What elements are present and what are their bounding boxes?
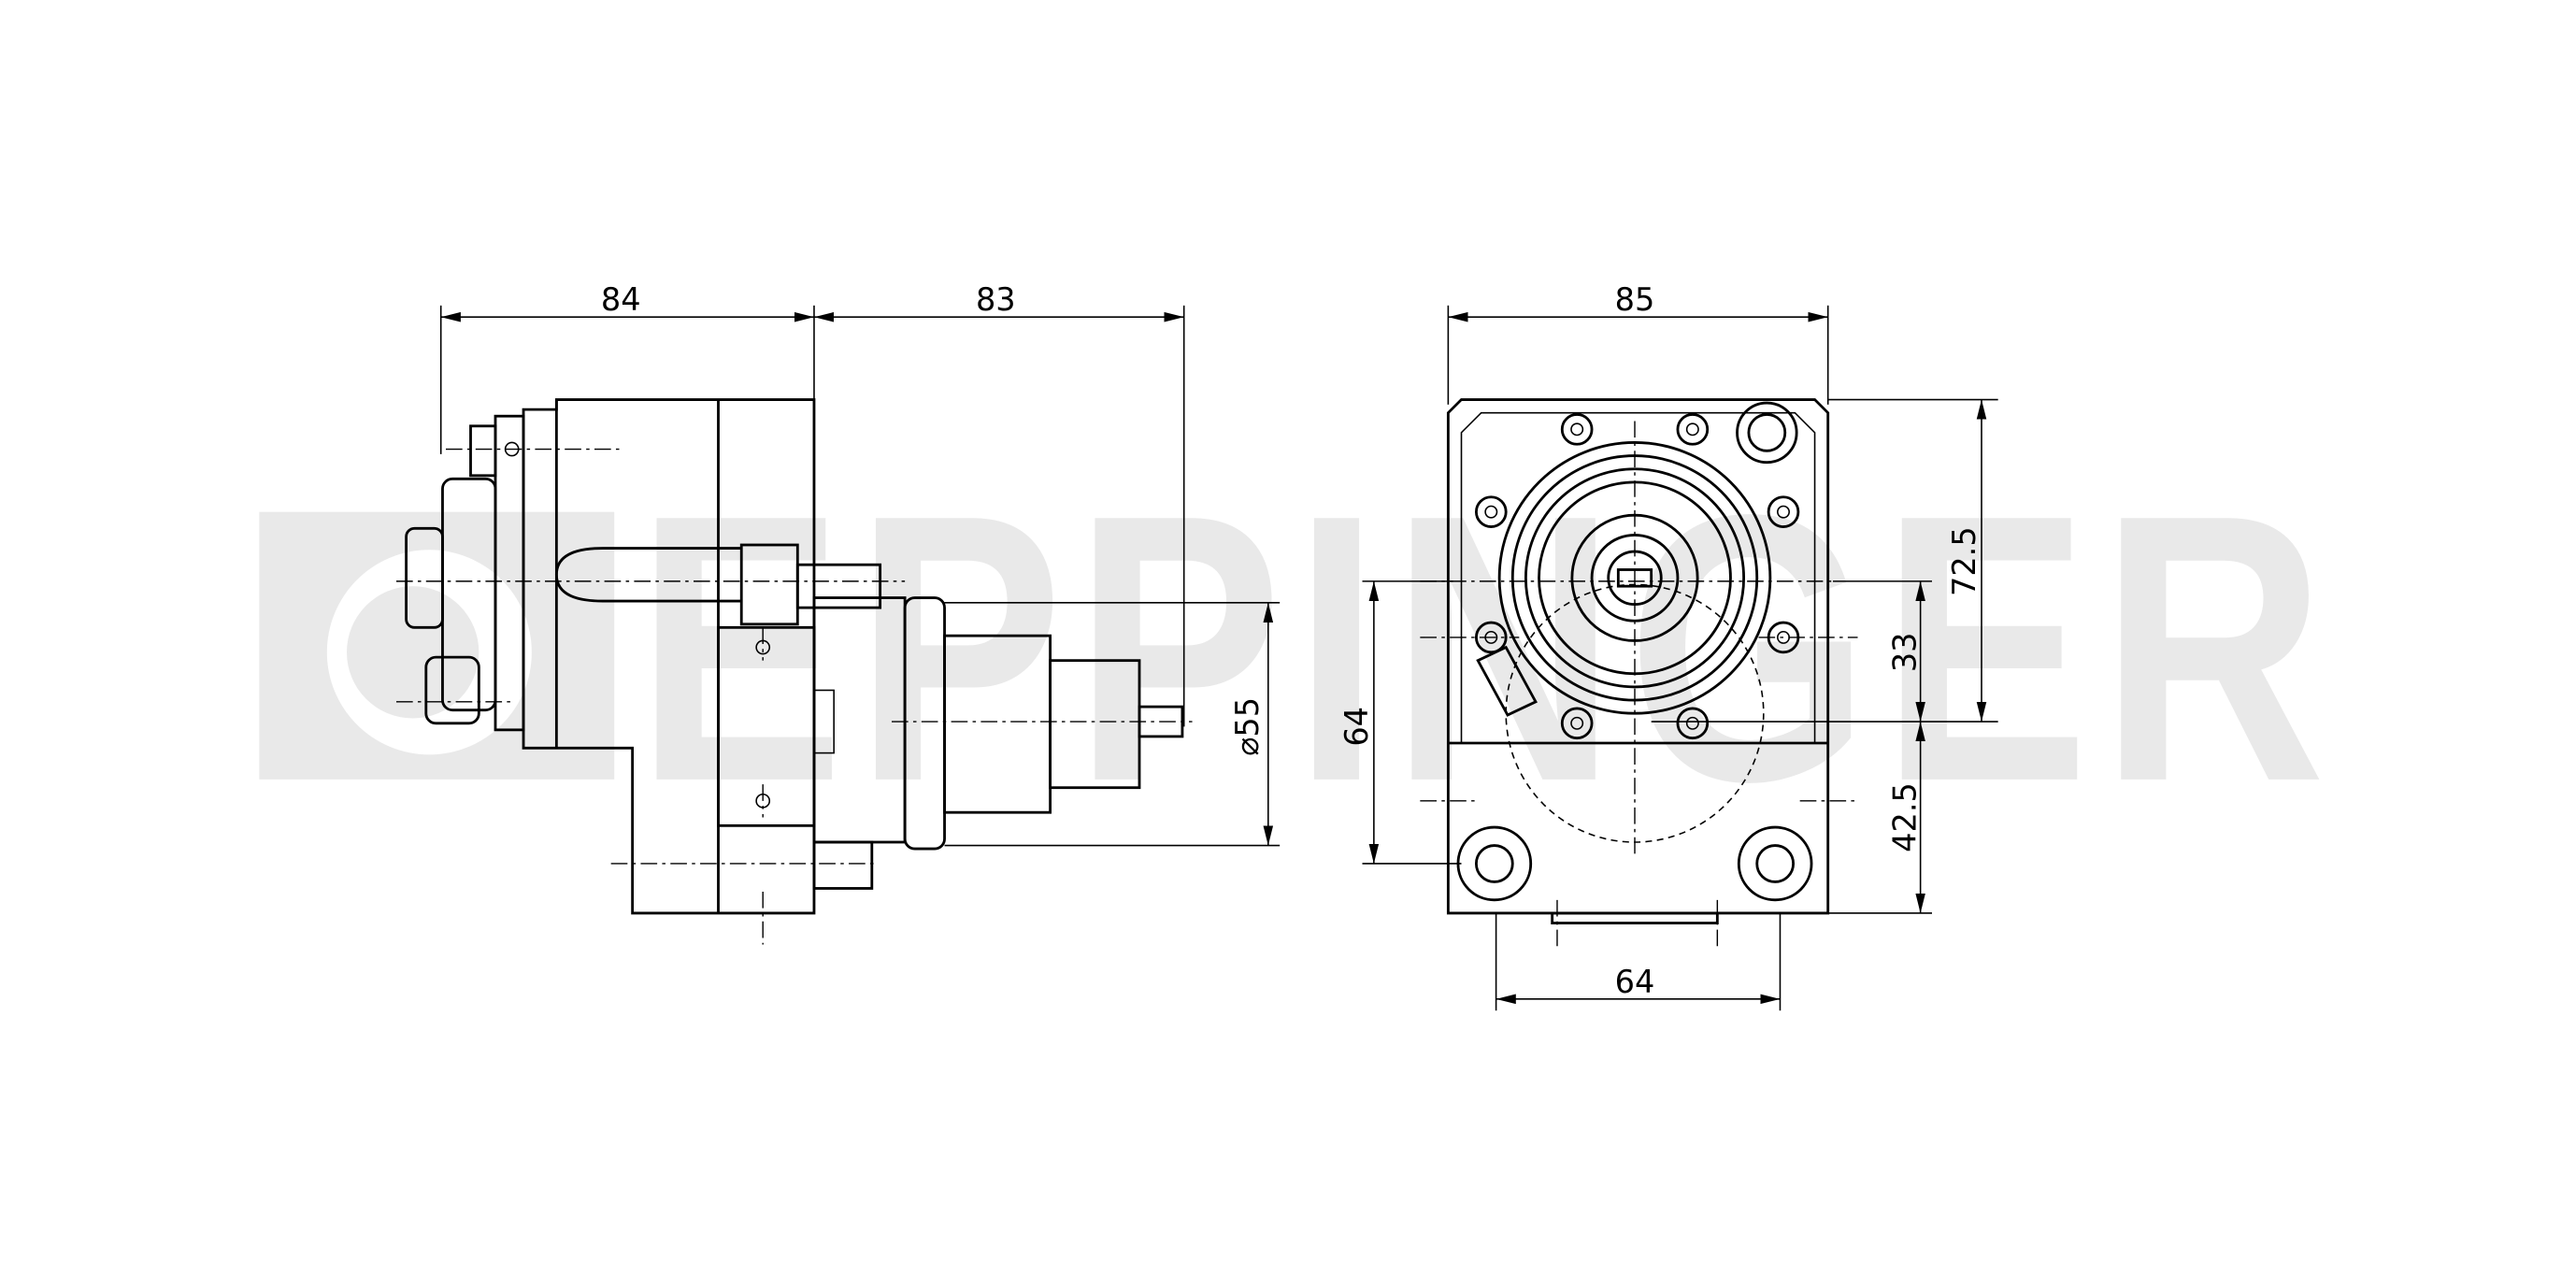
dimension-diameter-55: ⌀55 <box>1229 697 1266 756</box>
dimension-72-5: 72.5 <box>1946 526 1982 596</box>
dimension-64-horizontal: 64 <box>1615 964 1655 1000</box>
front-view: 85 <box>1338 281 1998 1011</box>
dimension-83: 83 <box>976 281 1016 318</box>
eppinger-watermark: EPPINGER <box>259 436 2337 861</box>
dimension-84: 84 <box>601 281 641 318</box>
dimension-33: 33 <box>1886 632 1923 672</box>
bolt-holes <box>1456 401 1813 902</box>
side-view: 84 83 <box>396 281 1281 945</box>
dimension-85: 85 <box>1615 281 1655 318</box>
svg-text:EPPINGER: EPPINGER <box>636 436 2337 861</box>
dimension-64-vertical: 64 <box>1338 707 1375 747</box>
dimension-42-5: 42.5 <box>1886 782 1923 852</box>
